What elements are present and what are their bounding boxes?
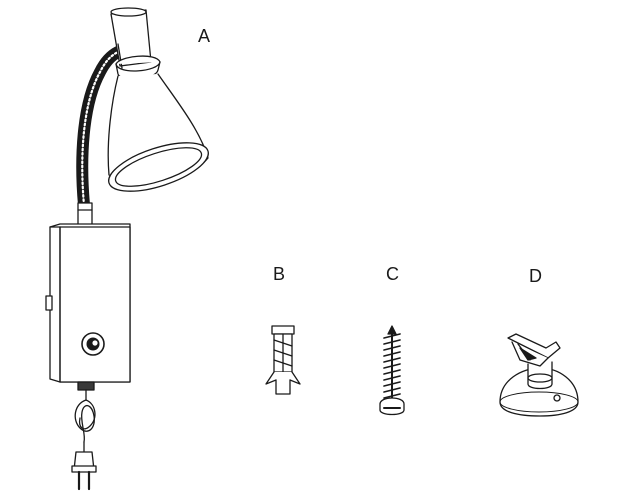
cord-grommet — [77, 381, 95, 391]
wall-lamp-icon — [45, 7, 209, 491]
part-label-b: B — [273, 264, 286, 284]
part-label-d: D — [529, 266, 542, 286]
part-label-a: A — [198, 26, 211, 46]
side-clip — [45, 295, 53, 311]
part-label-c: C — [386, 264, 399, 284]
switch-box — [45, 223, 131, 383]
lamp-head — [107, 7, 209, 192]
gooseneck-arm — [76, 46, 124, 211]
screw-icon — [379, 325, 405, 416]
power-cord — [74, 389, 96, 453]
suction-cup-holder-icon — [499, 333, 579, 417]
wall-plug-icon — [265, 325, 301, 395]
power-plug — [71, 451, 97, 491]
